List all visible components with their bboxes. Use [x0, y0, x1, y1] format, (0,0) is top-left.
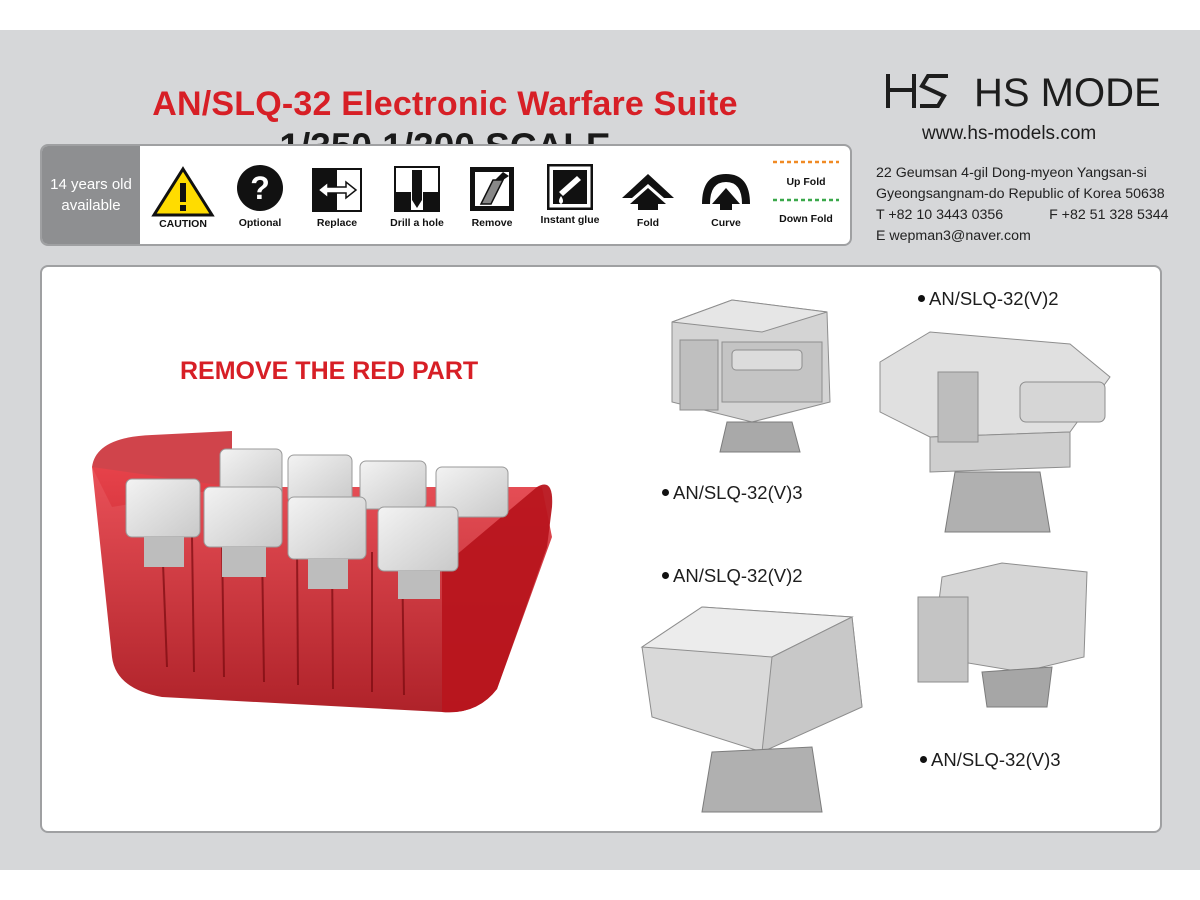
legend-fold-lines: Up Fold Down Fold: [766, 146, 846, 244]
variant-label: AN/SLQ-32(V)3: [920, 749, 1061, 771]
company-address: 22 Geumsan 4-gil Dong-myeon Yangsan-si G…: [876, 163, 1169, 247]
variant-render-v2-top: [879, 331, 1111, 533]
legend-instant-glue: Instant glue: [530, 146, 610, 244]
legend-replace: Replace: [300, 146, 374, 244]
legend-label: Replace: [316, 217, 358, 229]
remove-red-part-instruction: REMOVE THE RED PART: [180, 357, 479, 385]
bullet-icon: [662, 488, 669, 496]
age-badge: 14 years old available: [42, 146, 140, 244]
legend-label: Curve: [711, 217, 741, 229]
address-line-2: Gyeongsangnam-do Republic of Korea 50638: [876, 186, 1165, 202]
up-fold-line-icon: [773, 160, 839, 164]
bullet-icon: [918, 294, 925, 302]
variant-render-v3-top: [671, 299, 831, 453]
up-fold-label: Up Fold: [786, 176, 826, 188]
caution-triangle-icon: [151, 166, 215, 217]
variant-label-text: AN/SLQ-32(V)2: [929, 288, 1059, 309]
drill-icon: [394, 166, 440, 212]
hs-models-logo: HS MODELS: [886, 71, 1162, 115]
legend-label: Optional: [238, 217, 282, 229]
legend-remove: Remove: [456, 146, 528, 244]
legend-optional: ? Optional: [224, 146, 296, 244]
phone-fax-line: T +82 10 3443 0356 F +82 51 328 5344: [876, 205, 1169, 226]
variant-render-v3-bottom: [917, 562, 1088, 708]
website-link[interactable]: www.hs-models.com: [922, 123, 1097, 144]
legend-label: Fold: [636, 217, 660, 229]
bullet-icon: [920, 755, 927, 763]
legend-label: Remove: [471, 217, 513, 229]
legend-label: Drill a hole: [390, 217, 444, 229]
legend-curve: Curve: [688, 146, 764, 244]
variant-render-v2-bottom: [640, 606, 863, 813]
variant-label: AN/SLQ-32(V)3: [662, 482, 803, 504]
product-title: AN/SLQ-32 Electronic Warfare Suite: [152, 85, 738, 123]
variant-label-text: AN/SLQ-32(V)2: [673, 565, 803, 586]
bullet-icon: [662, 571, 669, 579]
legend-caution: CAUTION: [144, 146, 222, 244]
legend-drill: Drill a hole: [378, 146, 456, 244]
variant-label-text: AN/SLQ-32(V)3: [673, 482, 803, 503]
curve-arrow-icon: [702, 174, 750, 210]
glue-drop-icon: [547, 164, 593, 210]
age-line-1: 14 years old: [50, 176, 132, 193]
replace-arrows-icon: [312, 168, 362, 212]
resin-carrier-render: [92, 431, 553, 713]
variant-label: AN/SLQ-32(V)2: [918, 288, 1059, 310]
fax-number: F +82 51 328 5344: [1049, 207, 1169, 223]
remove-knife-icon: [470, 167, 514, 211]
product-panel: REMOVE THE RED PART: [40, 265, 1162, 833]
legend-label: Instant glue: [540, 214, 600, 226]
legend-fold: Fold: [612, 146, 684, 244]
question-circle-icon: ?: [237, 165, 283, 211]
svg-text:HS MODELS: HS MODELS: [974, 71, 1162, 115]
variant-label-text: AN/SLQ-32(V)3: [931, 749, 1061, 770]
variant-label: AN/SLQ-32(V)2: [662, 565, 803, 587]
address-line-1: 22 Geumsan 4-gil Dong-myeon Yangsan-si: [876, 165, 1147, 181]
svg-text:?: ?: [250, 170, 270, 206]
symbol-legend: 14 years old available CAUTION ? Optiona…: [40, 144, 852, 246]
age-line-2: available: [61, 197, 121, 214]
down-fold-line-icon: [773, 198, 839, 202]
down-fold-label: Down Fold: [779, 213, 833, 225]
phone-number: T +82 10 3443 0356: [876, 207, 1004, 223]
fold-arrow-icon: [622, 174, 674, 210]
legend-label: CAUTION: [159, 218, 207, 230]
email-address[interactable]: E wepman3@naver.com: [876, 228, 1031, 244]
